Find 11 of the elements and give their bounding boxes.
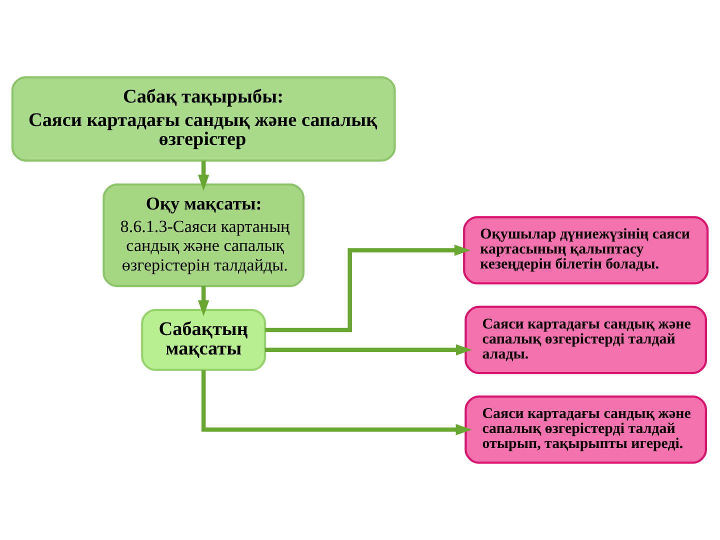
arrow [201, 370, 472, 436]
node-box: Саяси картадағы сандық және сапалық өзгерістерді талдай отырып, тақырыпты игереді. [464, 395, 708, 464]
arrow [265, 344, 472, 356]
node-box: Оқу мақсаты: 8.6.1.3-Саяси картаның сандық және сапалық өзгерістерін талдайды. [102, 184, 304, 288]
node-box: Оқушылар дүниежүзінің саяси картасының қалыптасу кезеңдерін білетін болады. [463, 216, 709, 284]
node-box: Сабақтың мақсаты [141, 308, 266, 371]
node-box: Саяси картадағы сандық және сапалық өзгерістерді талдай алады. [464, 306, 708, 374]
node-box: Сабақ тақырыбы: Саяси картадағы сандық және сапалық өзгерістер [11, 76, 396, 162]
arrow [265, 244, 470, 332]
arrow [198, 160, 210, 191]
arrow [198, 286, 210, 316]
